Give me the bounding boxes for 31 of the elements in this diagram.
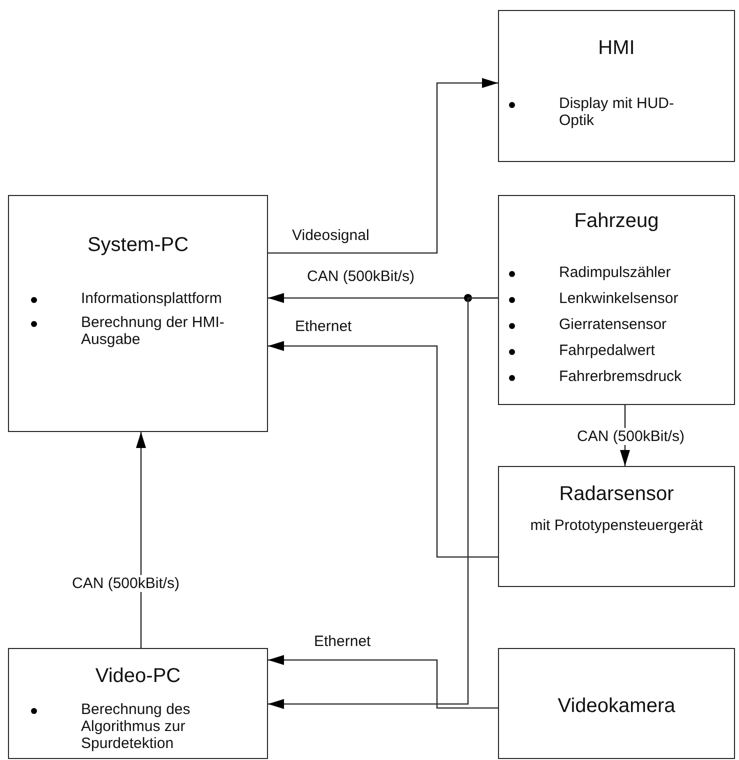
- process-box: [498, 10, 735, 162]
- list-item: Fahrerbremsdruck: [559, 368, 683, 385]
- edge-label: CAN (500kBit/s): [305, 268, 417, 285]
- arrow: [268, 297, 498, 709]
- process-box: [8, 195, 268, 432]
- list-item: Lenkwinkelsensor: [559, 290, 680, 307]
- arrow: [268, 655, 498, 709]
- process-box: [498, 466, 735, 587]
- box-title: Radarsensor: [558, 483, 675, 506]
- list-item: Radimpulszähler: [559, 264, 672, 281]
- arrow: [268, 78, 498, 254]
- edge-label: Videosignal: [290, 227, 372, 244]
- box-title: Video-PC: [94, 665, 182, 688]
- box-subtitle: mit Prototypensteuergerät: [529, 517, 704, 534]
- arrow: [268, 341, 498, 558]
- list-item: Berechnung des Algorithmus zur Spurdetektion: [81, 701, 192, 752]
- list-item: Display mit HUD-Optik: [559, 95, 676, 129]
- edge-label: CAN (500kBit/s): [70, 575, 182, 592]
- box-title: HMI: [597, 37, 636, 60]
- list-item: Berechnung der HMI-Ausgabe: [81, 314, 226, 348]
- arrow: [136, 432, 146, 648]
- box-title: Videokamera: [556, 695, 676, 718]
- box-title: Fahrzeug: [573, 210, 660, 233]
- list-item: Gierratensensor: [559, 316, 668, 333]
- list-item: Informationsplattform: [81, 290, 223, 307]
- process-box: [8, 648, 268, 759]
- box-title: System-PC: [86, 234, 190, 257]
- edge-label: CAN (500kBit/s): [575, 428, 687, 445]
- process-box: [498, 648, 735, 759]
- list-item: Fahrpedalwert: [559, 342, 656, 359]
- process-box: [498, 195, 735, 405]
